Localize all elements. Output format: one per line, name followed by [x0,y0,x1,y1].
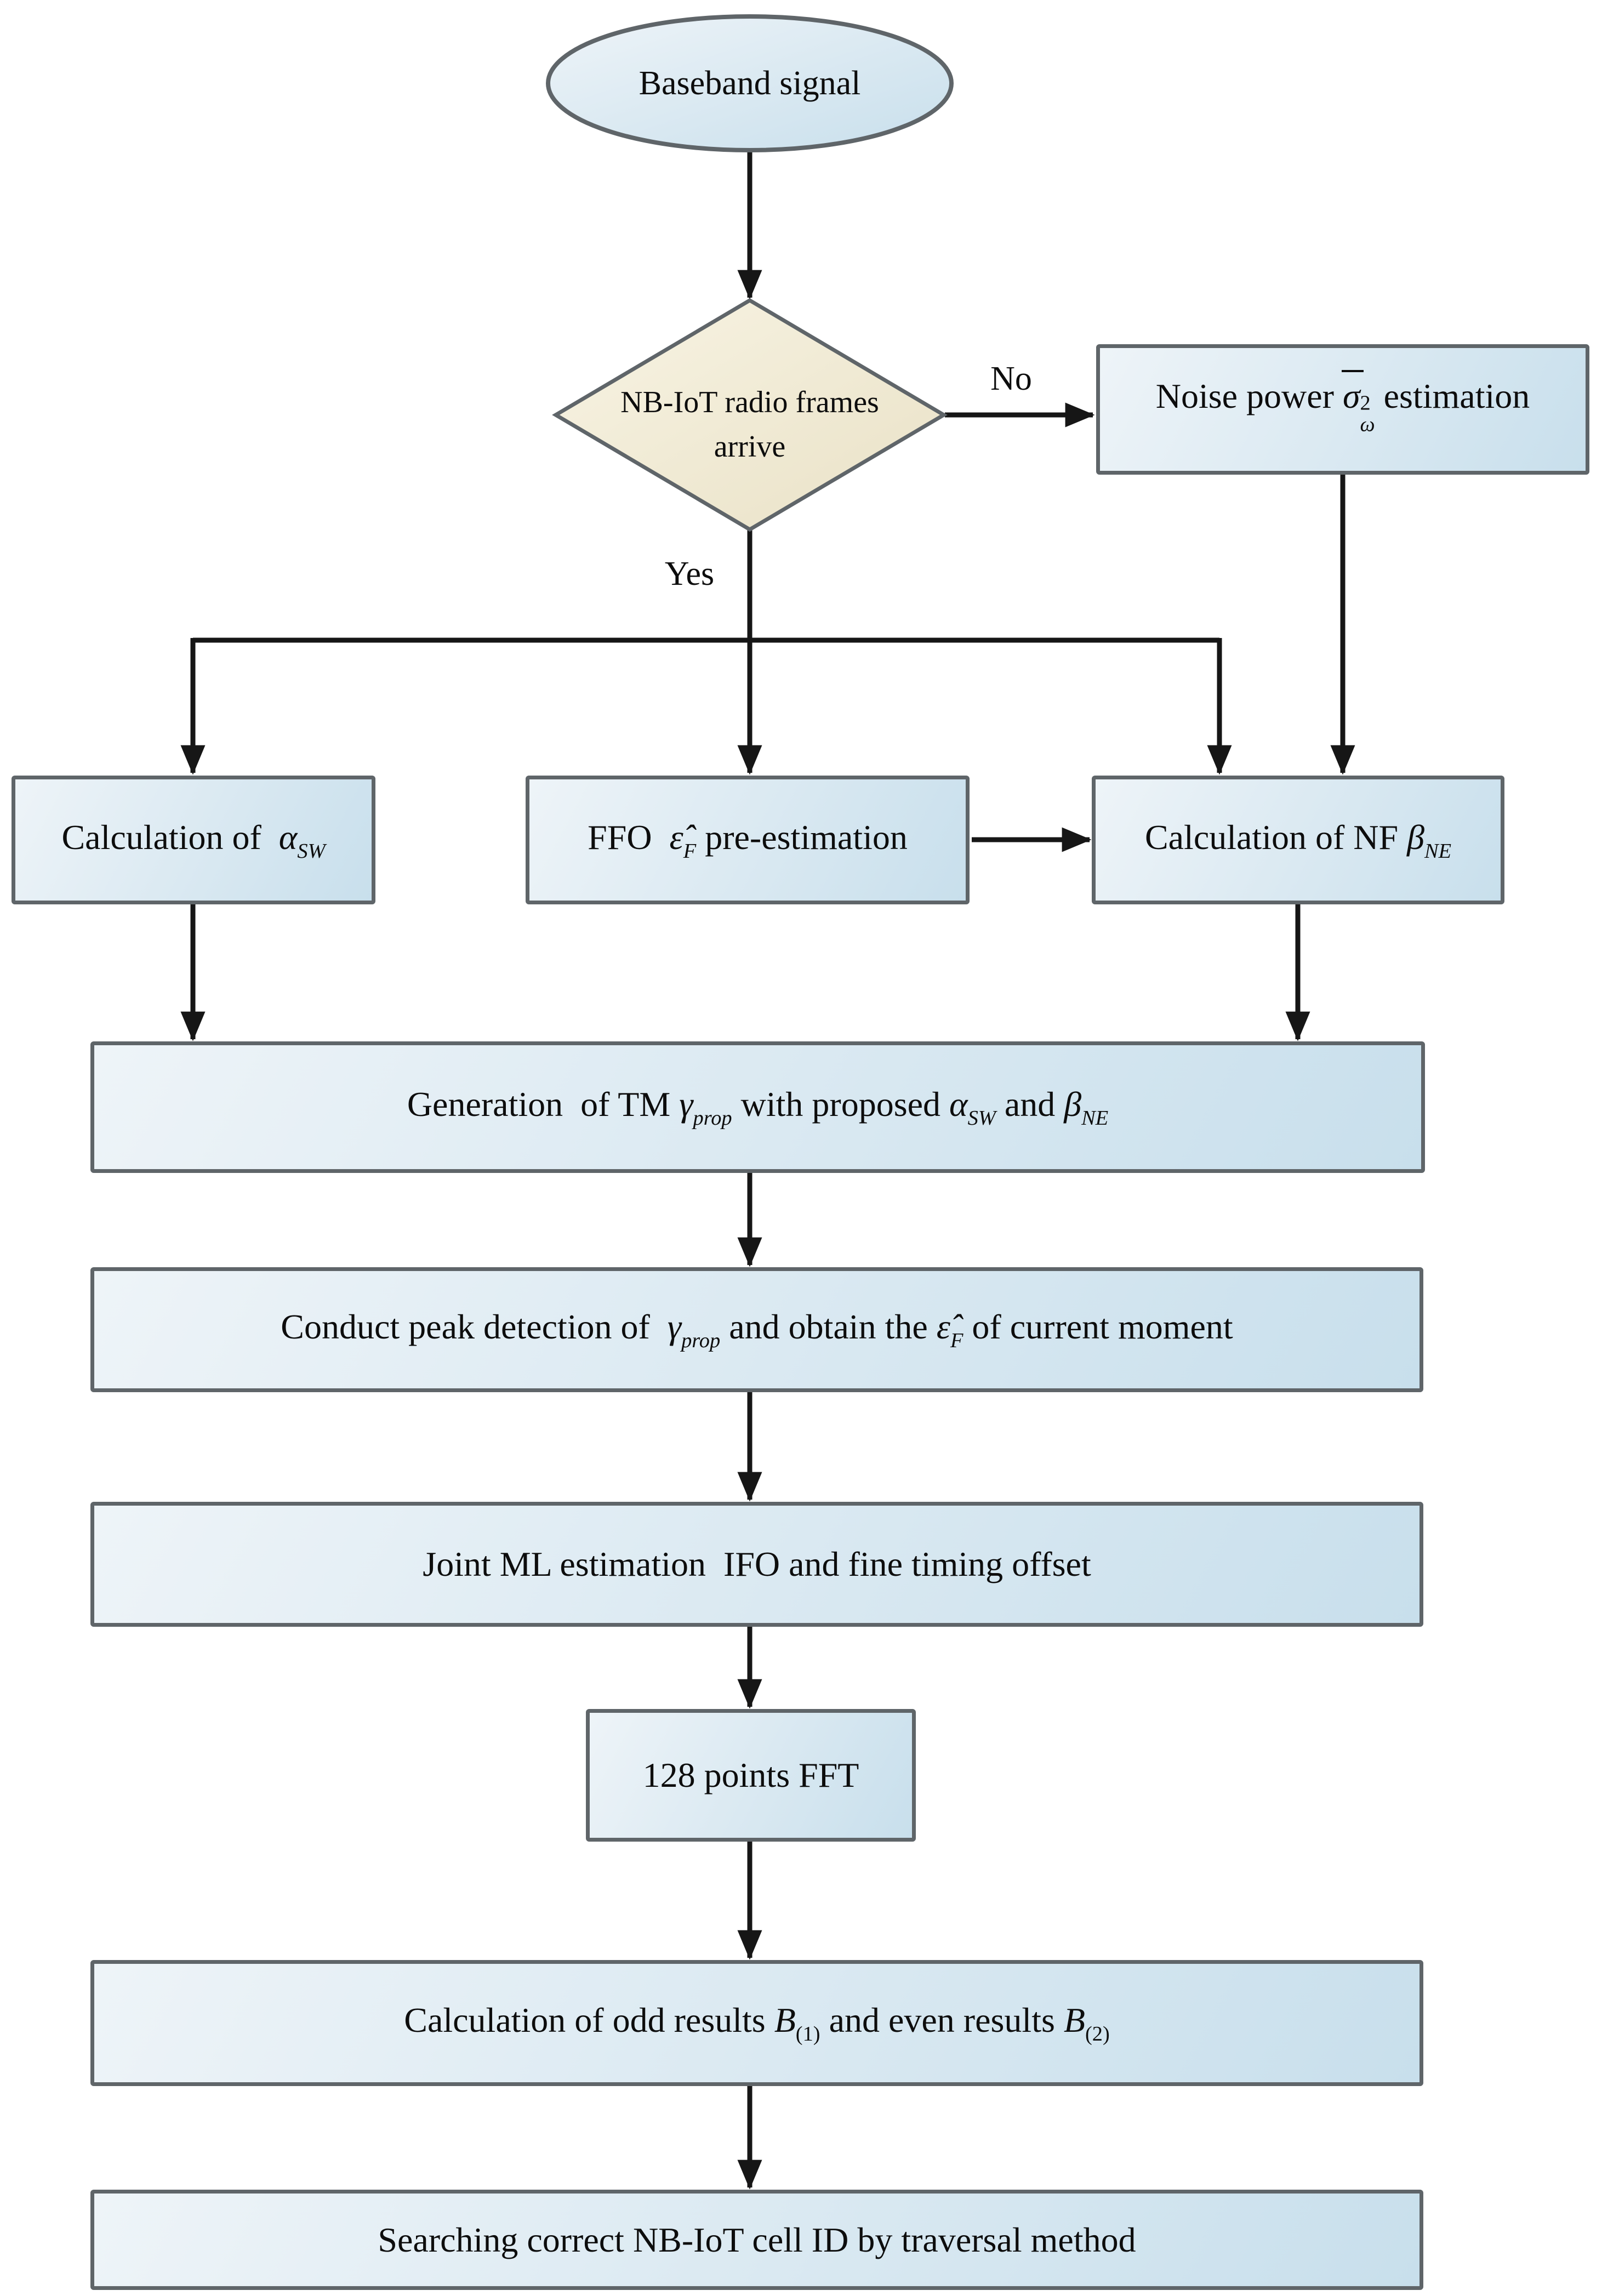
no-branch-label: No [956,356,1066,402]
yes-text: Yes [664,555,715,593]
decision-line1: NB-IoT radio frames [620,385,879,419]
start-label: Baseband signal [638,64,861,102]
calc-nf-box: Calculation of NF βNE [1092,776,1504,904]
b2-symbol: B [1063,2001,1085,2040]
sigma-symbol: σ [1341,370,1364,418]
peak-p1: Conduct peak detection of [281,1307,668,1347]
sigma-sup: 2 [1360,391,1371,415]
no-text: No [990,360,1032,398]
decision-node-text: NB-IoT radio frames arrive [558,378,942,471]
alpha-symbol: α [278,817,298,857]
peak-detection-label: Conduct peak detection of γprop and obta… [281,1305,1233,1354]
calc-asw-p1: Calculation of [61,817,279,857]
gamma-sub: prop [681,1329,721,1353]
ffo-box: FFO ε̂F pre-estimation [526,776,970,904]
alpha-sub: SW [297,840,326,863]
gen-p2: with proposed [732,1085,950,1124]
beta-symbol: β [1064,1085,1082,1124]
search-cell-id-box: Searching correct NB-IoT cell ID by trav… [90,2190,1423,2290]
calc-asw-label: Calculation of αSW [61,816,325,864]
gen-p1: Generation of TM [407,1085,680,1124]
peak-p2: and obtain the [720,1307,937,1347]
epsilon-hat-symbol: ε̂ [669,817,683,857]
gen-tm-box: Generation of TM γprop with proposed αSW… [90,1041,1425,1173]
fft-label: 128 points FFT [642,1756,859,1794]
gamma-symbol: γ [667,1307,682,1347]
calc-nf-label: Calculation of NF βNE [1145,816,1451,864]
sigma-sub: ω [1360,413,1375,436]
fft-box: 128 points FFT [586,1709,916,1842]
alpha-sub: SW [967,1107,996,1130]
ffo-p1: FFO [588,817,670,857]
odd-p2: and even results [820,2001,1064,2040]
joint-ml-box: Joint ML estimation IFO and fine timing … [90,1502,1423,1627]
peak-detection-box: Conduct peak detection of γprop and obta… [90,1267,1423,1392]
beta-sub: NE [1081,1107,1109,1130]
search-cell-id-label: Searching correct NB-IoT cell ID by trav… [378,2220,1136,2259]
peak-p3: of current moment [963,1307,1233,1347]
gamma-symbol: γ [679,1085,693,1124]
gen-p3: and [995,1085,1064,1124]
alpha-symbol: α [949,1085,968,1124]
gamma-sub: prop [693,1107,732,1130]
start-ellipse [546,14,954,152]
odd-even-results-box: Calculation of odd results B(1) and even… [90,1960,1423,2086]
joint-ml-label: Joint ML estimation IFO and fine timing … [423,1545,1091,1583]
b1-sub: (1) [795,2022,820,2046]
epsilon-hat-symbol: ε̂ [936,1307,950,1347]
noise-p1: Noise power [1155,377,1343,416]
odd-p1: Calculation of odd results [404,2001,774,2040]
odd-even-label: Calculation of odd results B(1) and even… [404,1998,1109,2047]
epsilon-sub: F [683,840,697,863]
calc-asw-box: Calculation of αSW [12,776,375,904]
noise-p2: estimation [1375,377,1530,416]
b1-symbol: B [774,2001,796,2040]
b2-sub: (2) [1085,2022,1110,2046]
yes-branch-label: Yes [635,551,744,597]
decision-line2: arrive [714,430,786,464]
beta-sub: NE [1424,840,1452,863]
ffo-label: FFO ε̂F pre-estimation [588,816,908,864]
decision-diamond [552,298,948,532]
start-node-text: Baseband signal [549,33,950,134]
calc-nf-p1: Calculation of NF [1144,817,1407,857]
epsilon-sub: F [950,1329,964,1353]
beta-symbol: β [1407,817,1424,857]
gen-tm-label: Generation of TM γprop with proposed αSW… [407,1083,1108,1131]
ffo-p2: pre-estimation [696,817,908,857]
